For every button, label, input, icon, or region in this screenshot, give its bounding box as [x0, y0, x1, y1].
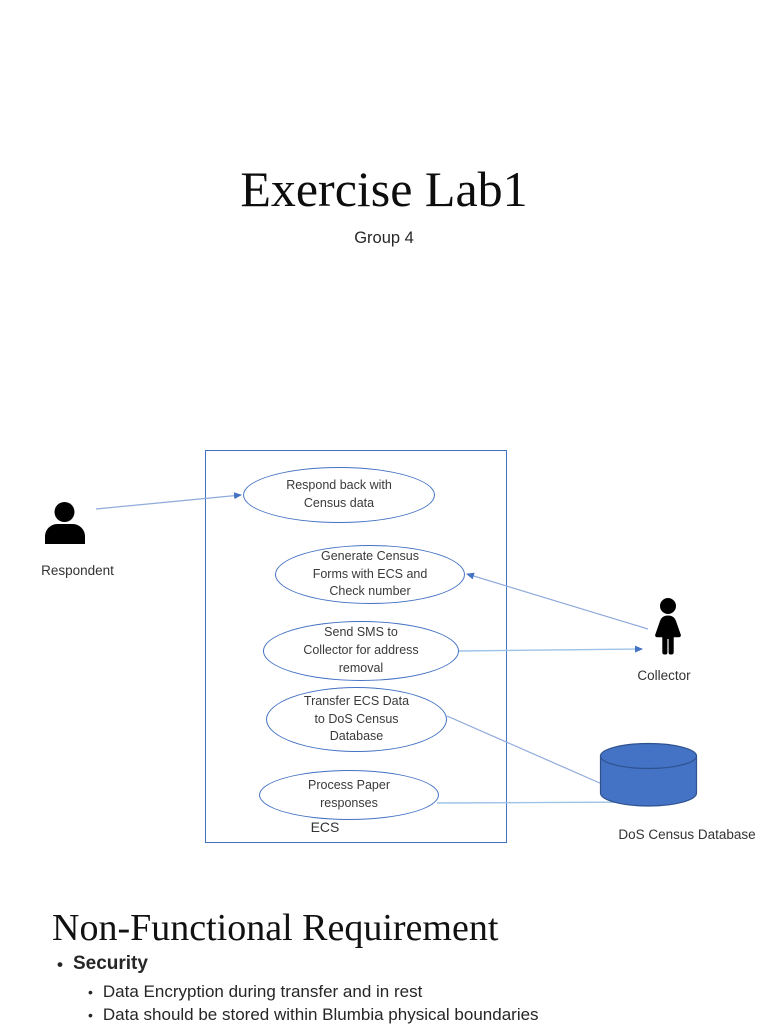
use-case-label: Generate Census Forms with ECS and Check…: [312, 548, 428, 599]
use-case-transfer-data: Transfer ECS Data to DoS Census Database: [266, 687, 447, 752]
slide-title: Exercise Lab1: [240, 161, 528, 217]
bullet-icon: •: [57, 955, 63, 974]
bullet-data-encryption: • Data Encryption during transfer and in…: [88, 982, 422, 1003]
nfr-heading: Non-Functional Requirement: [52, 907, 499, 949]
bullet-text: Data should be stored within Blumbia phy…: [102, 1005, 539, 1024]
respondent-person-icon: [45, 502, 85, 544]
bullet-icon: •: [88, 1007, 93, 1023]
use-case-label: Respond back with Census data: [286, 478, 392, 510]
use-case-generate-forms: Generate Census Forms with ECS and Check…: [275, 545, 465, 604]
bullet-text: Security: [72, 953, 148, 974]
bullet-data-storage: • Data should be stored within Blumbia p…: [88, 1005, 539, 1024]
database-label: DoS Census Database: [618, 827, 756, 842]
use-case-respond-back: Respond back with Census data: [243, 467, 435, 523]
actor-label-collector: Collector: [637, 668, 691, 683]
bullet-text: Data Encryption during transfer and in r…: [102, 982, 423, 1001]
bullet-icon: •: [88, 984, 93, 1000]
system-boundary-label: ECS: [310, 819, 340, 835]
slide-subtitle: Group 4: [354, 229, 414, 247]
use-case-label: Send SMS to Collector for address remova…: [303, 625, 419, 675]
bullet-security: • Security: [57, 953, 148, 977]
use-case-process-paper: Process Paper responses: [259, 770, 439, 820]
actor-label-respondent: Respondent: [41, 563, 114, 578]
use-case-send-sms: Send SMS to Collector for address remova…: [263, 621, 459, 681]
use-case-label: Transfer ECS Data to DoS Census Database: [303, 693, 410, 744]
collector-person-icon: [655, 598, 681, 655]
use-case-label: Process Paper responses: [308, 778, 390, 810]
system-boundary-ecs: [205, 450, 507, 843]
database-cylinder-icon: [599, 742, 698, 807]
